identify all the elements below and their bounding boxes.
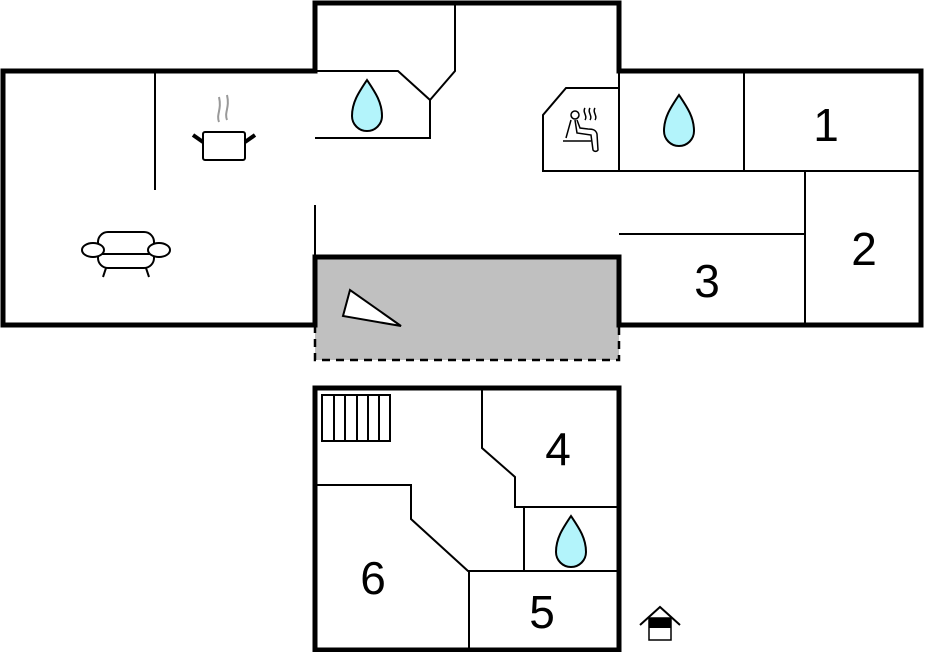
- ground-floor-inner-walls: [154, 3, 921, 325]
- upper-floor: 4 5 6: [312, 385, 681, 652]
- sofa-icon: [81, 231, 171, 278]
- stairs-icon: [321, 394, 391, 442]
- upper-floor-outer-walls: [312, 385, 622, 652]
- bathroom-drop-icon: [350, 78, 384, 132]
- sauna-icon: [563, 107, 599, 153]
- house-floor-icon: [639, 605, 681, 641]
- kitchen-pot-icon: [191, 94, 257, 161]
- ground-floor: 1 2 3: [0, 0, 924, 362]
- upper-floor-inner-walls: [316, 388, 617, 650]
- room-label-4: 4: [545, 423, 571, 475]
- room-label-2: 2: [851, 223, 877, 275]
- room-label-3: 3: [694, 255, 720, 307]
- ground-floor-outer-walls: [0, 0, 924, 328]
- room-label-1: 1: [813, 99, 839, 151]
- terrace-dashed-edge: [313, 325, 621, 362]
- room-label-6: 6: [360, 552, 386, 604]
- terrace-icon: [341, 288, 402, 327]
- bathroom-drop-icon: [554, 514, 588, 568]
- room-label-5: 5: [529, 586, 555, 638]
- bathroom-drop-icon: [662, 93, 696, 147]
